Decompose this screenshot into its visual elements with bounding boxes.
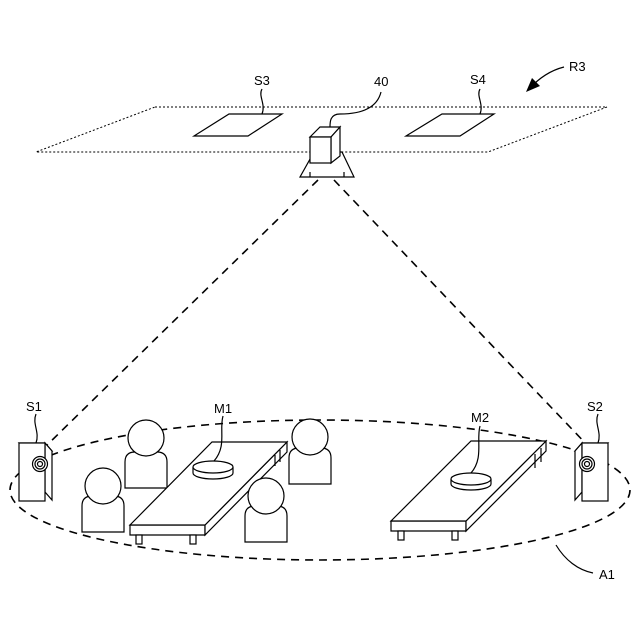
label-s1: S1 [26, 399, 42, 414]
person-icon [125, 420, 167, 488]
leader-a1 [556, 545, 593, 573]
label-40: 40 [374, 74, 388, 89]
label-r3: R3 [569, 59, 586, 74]
microphone-m1-icon [193, 461, 233, 479]
label-s3: S3 [254, 73, 270, 88]
person-icon [245, 478, 287, 542]
person-icon [289, 419, 331, 484]
speaker-s2-icon [575, 443, 608, 501]
person-icon [82, 468, 124, 532]
ceiling-speaker-s4 [406, 114, 494, 136]
label-s2: S2 [587, 399, 603, 414]
ceiling-speaker-s3 [194, 114, 282, 136]
label-s4: S4 [470, 72, 486, 87]
label-a1: A1 [599, 567, 615, 582]
leader-s4 [479, 89, 481, 114]
leader-40 [330, 92, 381, 127]
leader-s1 [35, 414, 37, 443]
leader-s3 [261, 89, 263, 114]
leader-s2 [597, 414, 599, 443]
sightline-right [334, 180, 590, 448]
speaker-s1-icon [19, 443, 52, 501]
sightline-left [44, 180, 318, 448]
microphone-m2-icon [451, 473, 491, 490]
label-m2: M2 [471, 410, 489, 425]
label-m1: M1 [214, 401, 232, 416]
